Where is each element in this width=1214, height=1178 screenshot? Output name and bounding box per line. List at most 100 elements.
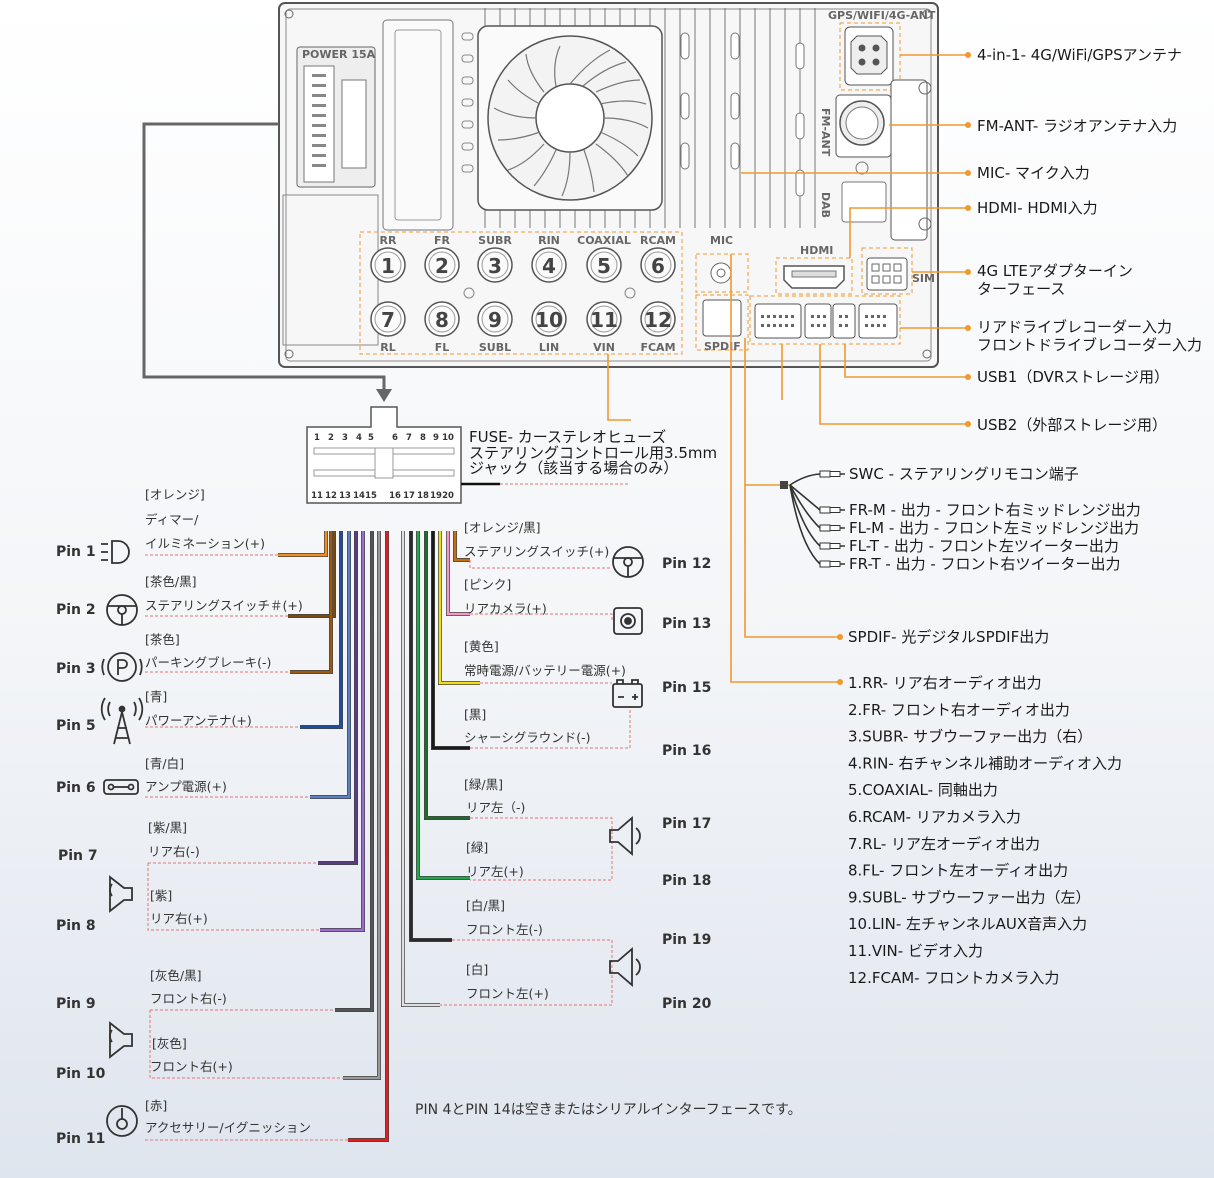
rca-number: 7 — [381, 308, 395, 332]
spdif-socket: SPDIF — [695, 294, 749, 353]
dashed-guide — [470, 613, 613, 622]
p13-pin: Pin 13 — [662, 616, 711, 632]
rca-list-item: 4.RIN- 右チャンネル補助オーディオ入力 — [848, 754, 1122, 772]
p7-pin: Pin 7 — [58, 848, 98, 864]
fuse-line — [607, 354, 631, 421]
p17-color: [緑/黒] — [464, 777, 503, 792]
rca-list-item: 6.RCAM- リアカメラ入力 — [848, 808, 1021, 826]
p17-pin: Pin 17 — [662, 816, 711, 832]
connector-pin-14: 14 — [353, 491, 365, 501]
rca-label: COAXIAL — [577, 234, 631, 247]
rca-label: RL — [380, 341, 395, 354]
rca-list-item: 9.SUBL- サブウーファー出力（左） — [848, 888, 1090, 906]
lte-socket: SIM — [861, 247, 935, 295]
p1-label1: ディマー/ — [145, 512, 199, 527]
rca-socket-8: 8FL — [424, 301, 460, 354]
callout-usb1: USB1（DVRストレージ用） — [977, 368, 1169, 386]
route-arrow-icon — [376, 389, 392, 402]
rca-label: SUBR — [478, 234, 512, 247]
rca-label: RIN — [538, 234, 560, 247]
rca-label: LIN — [539, 341, 559, 354]
rca-plug-icon — [819, 542, 845, 550]
wire-pin-16 — [431, 531, 470, 750]
steering-switch-icon — [612, 546, 644, 578]
rca-list-item: 12.FCAM- フロントカメラ入力 — [848, 969, 1059, 987]
p8-pin: Pin 8 — [56, 918, 96, 934]
wire-pin-2 — [288, 531, 336, 618]
wire-pin-20 — [401, 531, 440, 1007]
connector-pin-18: 18 — [417, 491, 429, 501]
callout-usb2: USB2（外部ストレージ用） — [977, 416, 1167, 434]
p12-color: [オレンジ/黒] — [464, 520, 540, 535]
wire-pin-8 — [320, 531, 365, 932]
connector-pin-4: 4 — [356, 433, 362, 443]
p6-pin: Pin 6 — [56, 780, 96, 796]
connector-pin-13: 13 — [339, 491, 351, 501]
connector-pin-10: 10 — [442, 433, 454, 443]
p12-label: ステアリングスイッチ(+) — [464, 544, 609, 559]
p20-color: [白] — [466, 962, 488, 977]
p12-pin: Pin 12 — [662, 556, 711, 572]
wire-pin-17 — [424, 531, 470, 820]
rca-list-item: 7.RL- リア左オーディオ出力 — [848, 835, 1040, 853]
dvr-usb-connectors — [749, 295, 901, 345]
connector-pin-16: 16 — [389, 491, 401, 501]
rca-list-line — [730, 254, 840, 683]
p20-pin: Pin 20 — [662, 996, 712, 1012]
power-route-line — [142, 122, 386, 392]
p15-color: [黄色] — [464, 639, 499, 654]
headlight-icon — [101, 540, 130, 564]
wire-pin-9 — [335, 531, 374, 1012]
speaker-icon-rear-left — [609, 816, 641, 856]
rca-list-item: 1.RR- リア右オーディオ出力 — [848, 674, 1042, 692]
callout-dvr-line2: フロントドライブレコーダー入力 — [977, 336, 1202, 354]
callout-hdmi: HDMI- HDMI入力 — [977, 199, 1098, 217]
rca-label: FR — [434, 234, 451, 247]
rca-number: 4 — [542, 254, 556, 278]
wire-pin-13 — [446, 531, 470, 616]
p15-label: 常時電源/バッテリー電源(+) — [464, 663, 626, 678]
p5-label: パワーアンテナ(+) — [145, 713, 252, 728]
rca-plug-icon — [819, 560, 845, 568]
p9-color: [灰色/黒] — [150, 968, 201, 983]
connector-pin-19: 19 — [430, 491, 442, 501]
wire-pin-1 — [278, 531, 328, 557]
callout-mic: MIC- マイク入力 — [977, 164, 1090, 182]
wire-pin-7 — [318, 531, 358, 865]
wire-pin-6 — [310, 531, 351, 799]
p8-label: リア右(+) — [150, 911, 208, 926]
connector-pin-3: 3 — [342, 433, 348, 443]
wire-pin-12 — [453, 531, 470, 562]
p3-label: パーキングブレーキ(-) — [145, 655, 271, 670]
rca-number: 9 — [488, 308, 502, 332]
p9-label: フロント右(-) — [150, 991, 227, 1006]
rca-label: SUBL — [479, 341, 511, 354]
p2-label: ステアリングスイッチ＃(+) — [145, 598, 303, 613]
connector-pin-5: 5 — [368, 433, 374, 443]
rca-number: 12 — [644, 308, 672, 332]
p16-label: シャーシグラウンド(-) — [464, 730, 591, 745]
connector-pin-11: 11 — [311, 491, 323, 501]
rca-number: 11 — [590, 308, 618, 332]
steering-wheel-icon — [106, 594, 138, 626]
p10-color: [灰色] — [152, 1036, 187, 1051]
connector-pin-2: 2 — [328, 433, 334, 443]
dashed-guide — [147, 863, 320, 931]
power-antenna-icon — [100, 697, 144, 745]
callout-fm: FM-ANT- ラジオアンテナ入力 — [977, 117, 1177, 135]
parking-brake-icon — [101, 652, 143, 682]
rca-plug-icon — [819, 506, 845, 514]
connector-pin-6: 6 — [392, 433, 398, 443]
rca-label: FCAM — [640, 341, 675, 354]
spdif-silk-label: SPDIF — [704, 340, 741, 353]
rca-label: VIN — [593, 341, 615, 354]
callout-dvr-line1: リアドライブレコーダー入力 — [977, 318, 1172, 336]
callout-antenna: 4-in-1- 4G/WiFi/GPSアンテナ — [977, 46, 1182, 64]
rca-plug-icon — [819, 524, 845, 532]
fan — [487, 35, 653, 201]
rca-list-item: 2.FR- フロント右オーディオ出力 — [848, 701, 1070, 719]
p3-color: [茶色] — [145, 632, 180, 647]
